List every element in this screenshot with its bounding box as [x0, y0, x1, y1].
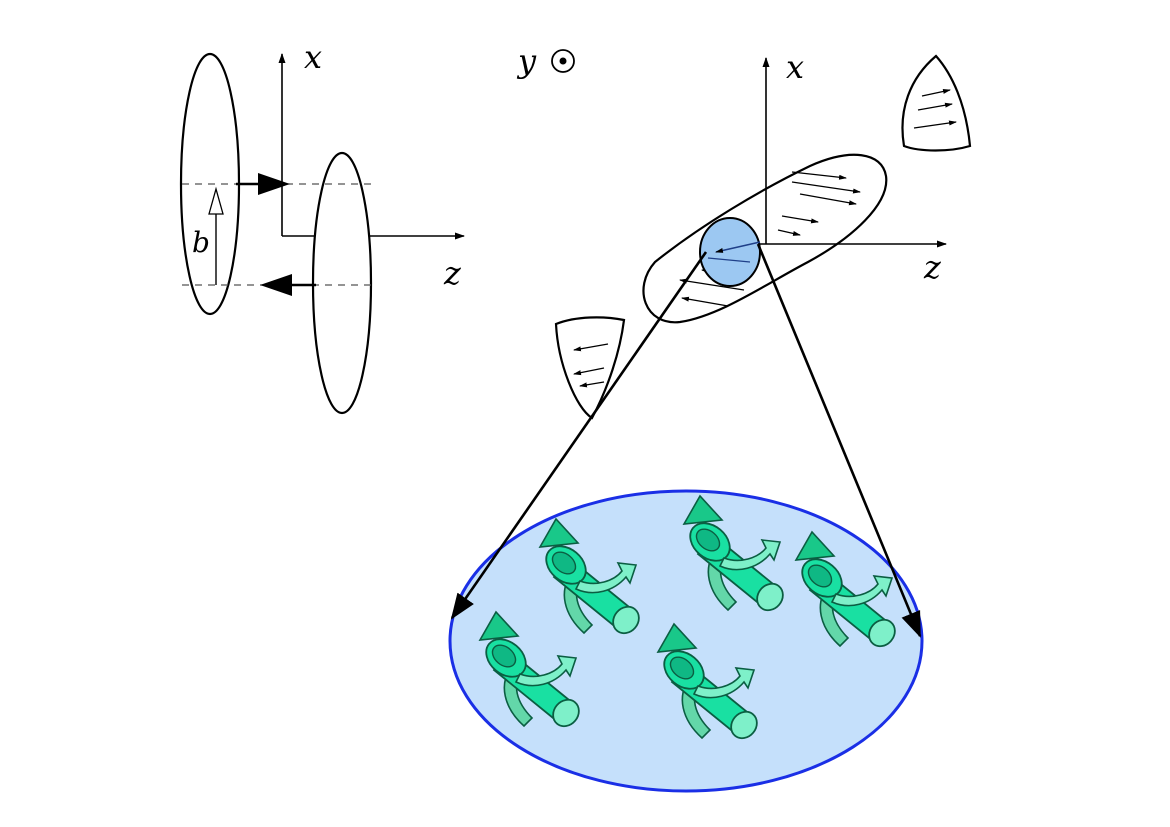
nucleus-left-b: [311, 151, 373, 415]
fragment-lower-arrows: [573, 343, 609, 388]
right-panel: x z: [554, 48, 972, 420]
left-panel: x z b: [179, 38, 465, 415]
spectator-fragment-lower: [554, 316, 626, 420]
z-label-left: z: [443, 254, 462, 292]
motion-arrow-right: [236, 173, 290, 195]
spectator-fragment-upper: [901, 54, 972, 152]
b-label: b: [192, 226, 210, 259]
x-label-left: x: [304, 38, 322, 76]
sampled-cell: [699, 217, 761, 287]
participant-overlap-region: [642, 153, 888, 324]
zoom-projection-arrow-left: [450, 251, 708, 620]
motion-arrow-left: [260, 274, 316, 296]
z-label-right: z: [923, 248, 942, 286]
y-axis-indicator: y: [516, 42, 575, 80]
y-label: y: [516, 42, 537, 80]
flow-arrows-right: [777, 171, 861, 236]
impact-parameter-arrow: [208, 186, 224, 285]
zoom-view: [448, 243, 924, 793]
fragment-upper-arrows: [913, 89, 957, 129]
out-of-page-dot-icon: [551, 49, 575, 73]
x-label-right: x: [786, 48, 804, 86]
zoom-projection-arrow-right: [756, 243, 922, 638]
